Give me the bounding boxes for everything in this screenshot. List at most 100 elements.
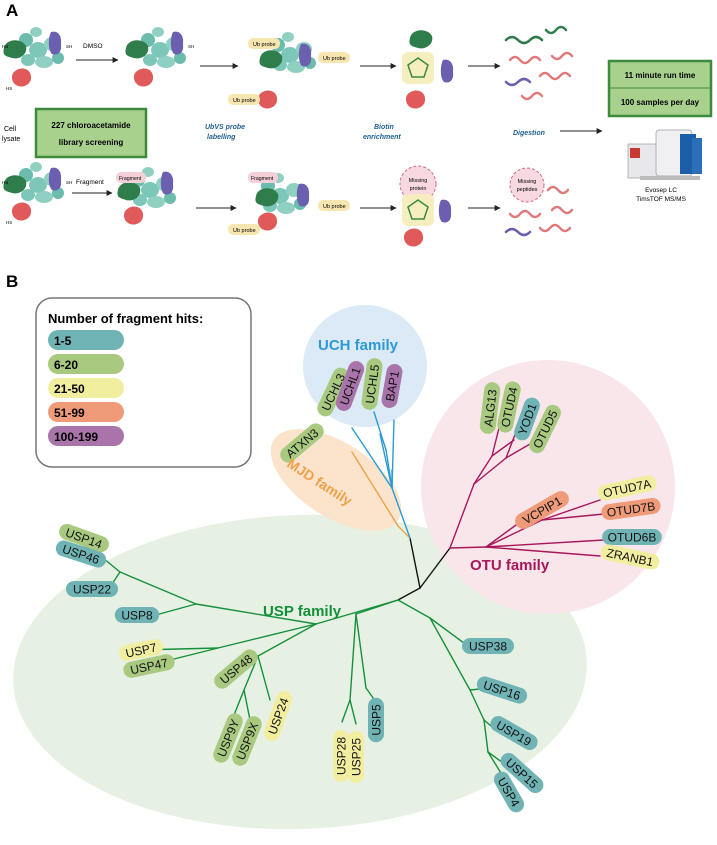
step-biotin-2: enrichment [363,134,401,141]
tree-branch [483,719,489,753]
library-screening-box [34,107,148,159]
tree-branch [485,546,601,557]
family-label-usp: USP family [263,603,342,620]
legend-label: 100-199 [54,430,98,444]
leaf-uchl5: UCHL5 [361,358,383,410]
hs-label: HS [6,86,12,91]
leaf-label: OTUD7B [606,499,656,520]
cell-lysate-label-1: Cell [4,126,17,133]
tree-branch [151,603,197,617]
legend-label: 1-5 [54,334,72,348]
tree-branch [391,487,411,539]
legend-label: 21-50 [54,382,85,396]
tree-branch [373,411,387,451]
lysate-row1: SH HS HS [2,27,72,91]
tree-branch [409,537,421,589]
hs-label: HS [2,180,8,185]
legend-swatch [48,330,124,350]
leaf-label: USP5 [370,704,384,736]
leaf-label: USP28 [335,737,349,775]
tree-branch [469,689,485,721]
ubvs-labelled-row1: Ub probe Ub probe Ub probe [228,32,350,109]
missing-peptides-2: peptides [517,187,538,193]
ub-probe-label: Ub probe [323,56,346,62]
tree-branch [449,546,487,549]
leaf-otud7b: OTUD7B [601,497,661,521]
leaf-usp8: USP8 [114,607,160,623]
sh-label: SH [66,44,72,49]
tree-branch [397,599,431,619]
leaf-label: USP7 [124,640,158,660]
tree-branch [243,689,251,721]
usp-family-region [13,514,587,830]
tree-branch [449,483,475,549]
peptides-row1 [504,25,574,101]
lysate-row2: SH HS HS [2,162,72,225]
peptides-row2: Missing peptides [504,167,574,237]
ub-probe-label: Ub probe [323,204,346,210]
cell-lysate-label-2: lysate [2,136,20,143]
ub-probe-label: Ub probe [233,98,256,104]
fragment-treated-row2: Fragment [116,167,176,225]
run-line2: 100 samples per day [621,98,700,107]
tree-branch [541,513,605,521]
leaf-label: BAP1 [383,369,402,402]
leaf-label: USP25 [350,738,364,776]
tree-branch [485,524,517,548]
tree-branch [349,613,357,701]
leaf-label: ALG13 [481,388,499,427]
fragment-tag: Fragment [251,176,274,182]
tree-branch [217,623,317,649]
leaf-usp28: USP28 [333,730,349,782]
panel-b-label: B [6,272,18,291]
legend-label: 6-20 [54,358,78,372]
mass-spectrometer-icon [627,129,702,180]
tree-branch [505,431,517,459]
tree-branch [491,439,515,457]
legend-items: 1-5 6-20 21-50 51-99 100-199 [48,330,124,446]
family-label-uch: UCH family [318,337,399,354]
sh-label: SH [188,44,194,49]
leaf-usp22: USP22 [66,581,118,597]
leaf-label: USP38 [469,640,507,654]
tree-branch [391,419,395,489]
tree-branch [397,525,411,539]
tree-branch [349,699,357,725]
tree-branch [119,571,197,605]
step-ubvs-1: UbVS probe [205,124,245,131]
tree-branch [473,455,493,485]
sh-label: SH [66,180,72,185]
legend-title: Number of fragment hits: [48,311,203,326]
missing-peptides-1: Missing [518,179,537,185]
fragment-arrow-label: Fragment [76,179,104,186]
hs-label: HS [2,44,8,49]
legend-swatch [48,426,124,446]
leaf-label: UCHL5 [363,363,382,404]
missing-protein-1: Missing [409,178,428,184]
biotin-enrichment-row2: Missing protein [399,165,452,247]
tree-branch [473,457,507,485]
tree-branch [355,599,399,615]
instrument-1: Evosep LC [645,187,677,194]
legend-swatch [48,354,124,374]
tree-branch [541,499,601,521]
tree-branch [351,427,393,489]
tree-branch [419,547,451,589]
tree-branch [351,451,399,527]
tree-branch [195,603,317,625]
lysate-row1-dmso: SH [125,27,194,87]
ubvs-labelled-row2: Fragment Ub probe Ub probe [228,172,350,235]
dmso-label: DMSO [83,43,103,50]
hs-label: HS [6,220,12,225]
leaf-usp38: USP38 [462,638,514,654]
legend-label: 51-99 [54,406,85,420]
leaf-usp47: USP47 [123,654,175,678]
run-line1: 11 minute run time [625,71,696,80]
leaf-label: USP8 [121,609,153,623]
mjd-family-region [270,429,402,531]
tree-branch [505,443,531,459]
tree-branch [485,539,605,548]
tree-branch [257,655,271,701]
leaf-usp25: USP25 [348,731,364,783]
